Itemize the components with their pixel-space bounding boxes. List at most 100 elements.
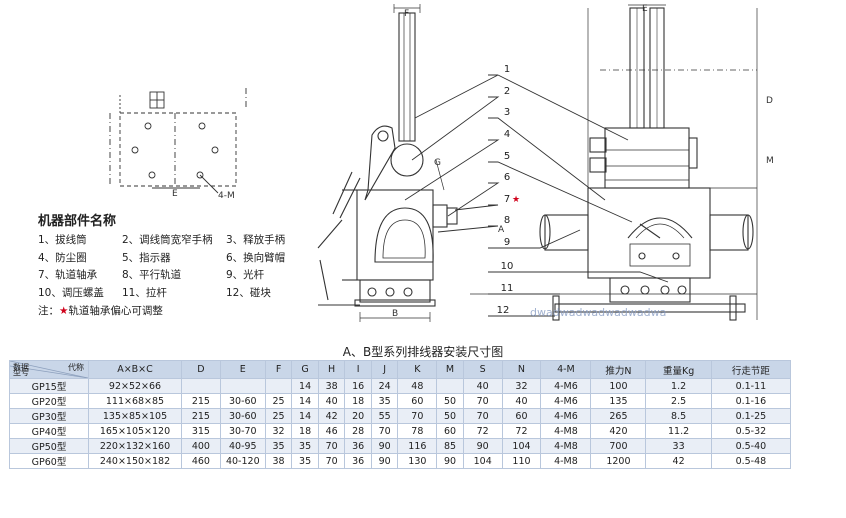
part-item: 3、释放手柄 [226,234,286,246]
column-header: E [219,360,266,379]
model-cell: GP60型 [9,453,89,469]
dim-label-f: F [404,9,409,19]
column-header: D [181,360,221,379]
table-cell: 40 [501,393,542,409]
table-cell: 70 [317,438,346,454]
table-cell: 16 [344,378,372,394]
parts-row: 1、拔线筒 2、调线筒宽窄手柄 3、释放手柄 [38,232,328,250]
table-cell: 420 [590,423,647,439]
table-cell: 0.5-48 [710,453,792,469]
table-cell: 24 [370,378,399,394]
table-cell: 46 [317,423,346,439]
part-item: 4、防尘圈 [38,251,87,264]
column-header: I [344,360,372,379]
technical-drawing: F E D M G B A E 4-M 1 2 3 4 5 6 7 ★ 8 9 … [109,4,774,322]
table-cell [181,378,221,394]
column-header: K [397,360,438,379]
callout-9: 9 [504,237,510,248]
dim-label-g: G [434,158,441,168]
table-cell: 30-70 [219,423,266,439]
table-cell: 70 [370,423,399,439]
column-header: A×B×C [88,360,182,379]
table-cell: 2.5 [645,393,712,409]
table-cell: 14 [291,378,319,394]
model-cell: GP15型 [9,378,89,394]
column-header: S [462,360,503,379]
table-cell: 72 [501,423,542,439]
corner-label-bottom: 型号 [13,368,29,377]
model-cell: GP20型 [9,393,89,409]
part-item: 7、轨道轴承 [38,269,98,281]
table-cell: 60 [397,393,438,409]
column-header: J [370,360,399,379]
callout-11: 11 [501,283,514,294]
callout-12: 12 [497,305,510,316]
callout-1: 1 [504,64,510,75]
table-cell: 30-60 [219,393,266,409]
column-header: F [264,360,293,379]
column-header: G [291,360,319,379]
table-cell: 700 [590,438,647,454]
table-cell: 25 [264,393,293,409]
table-cell: 70 [317,453,346,469]
callout-2: 2 [504,86,510,97]
part-item: 2、调线筒宽窄手柄 [122,234,213,246]
parts-row: 4、防尘圈 5、指示器 6、换向臂帽 [38,250,328,268]
dim-label-d: D [766,96,773,106]
table-cell: 55 [370,408,399,424]
table-cell: 100 [590,378,647,394]
table-cell: 165×105×120 [88,423,182,439]
table-cell: 35 [291,453,319,469]
table-cell: 60 [501,408,542,424]
table-cell: 240×150×182 [88,453,182,469]
dim-label-e: E [642,4,648,14]
table-cell: 72 [462,423,503,439]
column-header: 4-M [540,360,592,379]
table-cell: 0.1-16 [710,393,792,409]
note-prefix: 注： [38,305,59,317]
table-cell: 50 [436,408,464,424]
spec-table: 代称 数据 型号 A×B×C D E F G H I J K M S N 4-M… [9,360,792,469]
table-cell: 30-60 [219,408,266,424]
part-item: 10、调压螺盖 [38,286,104,299]
table-cell: 14 [291,393,319,409]
corner-diagonal [10,361,88,378]
table-cell: 85 [436,438,464,454]
part-item: 11、拉杆 [122,286,167,299]
table-cell: 135 [590,393,647,409]
callout-10: 10 [501,261,514,272]
dim-label-4m: 4-M [218,191,235,201]
table-cell: 70 [397,408,438,424]
table-cell: 116 [397,438,438,454]
callout-7-star: ★ [512,195,520,205]
callout-6: 6 [504,172,510,183]
table-cell: 215 [181,408,221,424]
table-cell: 4-M6 [540,378,592,394]
table-cell: 460 [181,453,221,469]
table-cell: 220×132×160 [88,438,182,454]
dim-label-e2: E [172,189,178,199]
column-header: H [317,360,346,379]
table-cell: 135×85×105 [88,408,182,424]
table-cell: 40 [317,393,346,409]
callout-5: 5 [504,151,510,162]
table-cell: 0.1-25 [710,408,792,424]
table-cell: 50 [436,393,464,409]
model-cell: GP30型 [9,408,89,424]
note: 注：★轨道轴承偏心可调整 [38,303,163,318]
part-item: 8、平行轨道 [122,269,182,281]
column-header: N [501,360,542,379]
table-cell: 1200 [590,453,647,469]
table-cell: 28 [344,423,372,439]
table-cell [219,378,266,394]
top-view-sketch [109,88,247,194]
model-cell: GP50型 [9,438,89,454]
callout-7: 7 [504,194,510,205]
table-cell: 78 [397,423,438,439]
table-cell: 265 [590,408,647,424]
table-cell: 32 [501,378,542,394]
